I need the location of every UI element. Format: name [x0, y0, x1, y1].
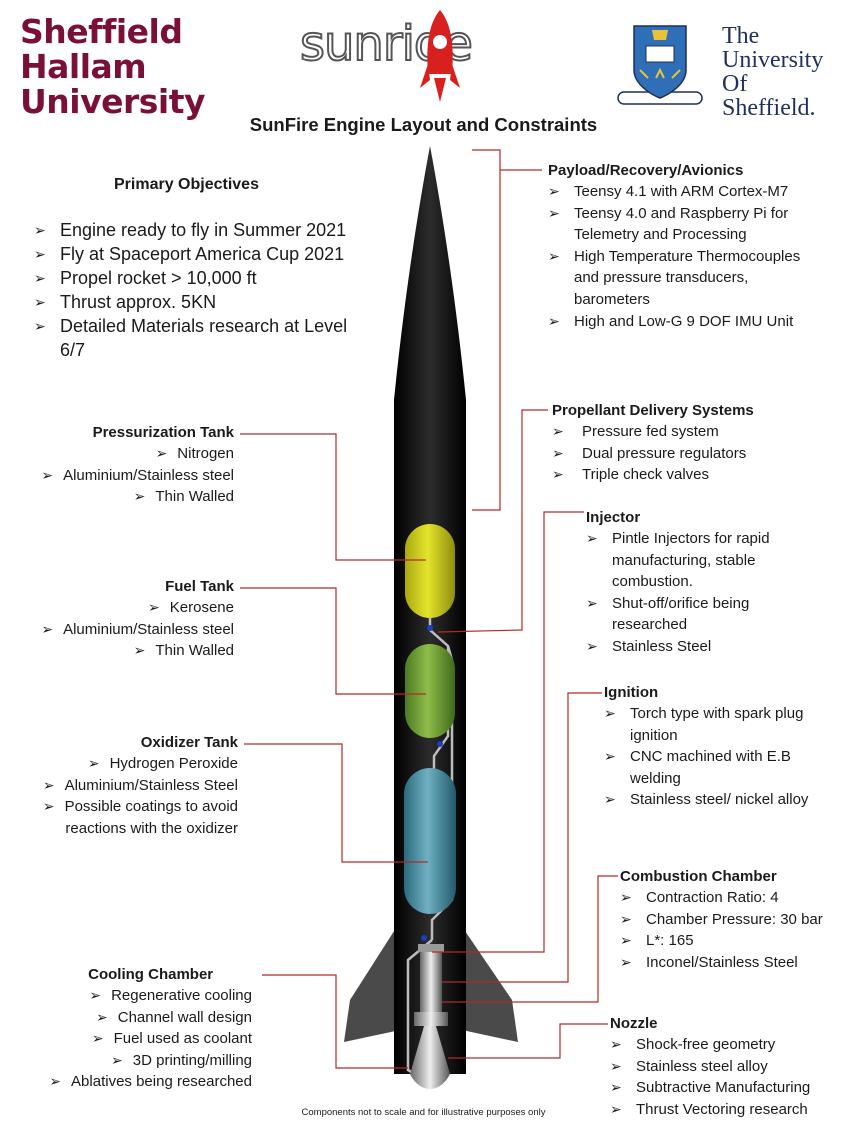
university-crest-icon	[617, 25, 703, 105]
injector-info: Injector Pintle Injectors for rapid manu…	[586, 509, 806, 658]
list-item: Pintle Injectors for rapid manufacturing…	[586, 528, 806, 593]
fuel-tank-info: Fuel Tank Kerosene Aluminium/Stainless s…	[41, 578, 234, 662]
cooling-chamber-info: Cooling Chamber Regenerative cooling Cha…	[49, 966, 252, 1093]
leader-cooling	[262, 974, 408, 1069]
objective-item: Engine ready to fly in Summer 2021	[34, 218, 354, 242]
list-item: Triple check valves	[552, 464, 812, 486]
list-item: Pressure fed system	[552, 421, 812, 443]
sunride-rocket-icon	[420, 10, 460, 102]
propellant-delivery-info: Propellant Delivery Systems Pressure fed…	[552, 402, 812, 486]
combustion-chamber-info: Combustion Chamber Contraction Ratio: 4 …	[620, 868, 842, 973]
objective-item: Detailed Materials research at Level 6/7	[34, 314, 354, 362]
footer-note: Components not to scale and for illustra…	[301, 1107, 546, 1118]
list-item: Kerosene	[41, 597, 234, 619]
leader-propellant	[437, 409, 548, 633]
oxidizer-tank-heading: Oxidizer Tank	[140, 734, 238, 751]
list-item: Regenerative cooling	[49, 985, 252, 1007]
page-title: SunFire Engine Layout and Constraints	[249, 114, 598, 135]
engine-collar	[414, 1012, 448, 1026]
list-item: Subtractive Manufacturing	[610, 1077, 840, 1099]
list-item: CNC machined with E.B welding	[604, 746, 814, 789]
objective-item: Thrust approx. 5KN	[34, 290, 354, 314]
list-item: 3D printing/milling	[49, 1050, 252, 1072]
propellant-heading: Propellant Delivery Systems	[552, 402, 754, 419]
leader-injector	[432, 511, 584, 953]
oxidizer-tank-info: Oxidizer Tank Hydrogen Peroxide Aluminiu…	[8, 734, 238, 839]
nozzle-heading: Nozzle	[610, 1015, 658, 1032]
uos-logo-line-2: University	[722, 47, 824, 73]
list-item: Nitrogen	[41, 443, 234, 465]
list-item: Teensy 4.0 and Raspberry Pi for Telemetr…	[548, 203, 818, 246]
right-fin	[462, 928, 518, 1042]
ignition-heading: Ignition	[604, 684, 659, 701]
valve-3	[421, 935, 427, 941]
pressurization-tank-heading: Pressurization Tank	[92, 424, 234, 441]
list-item: Possible coatings to avoid reactions wit…	[8, 796, 238, 839]
list-item: Stainless Steel	[586, 636, 806, 658]
list-item: Ablatives being researched	[49, 1071, 252, 1093]
leader-ignition	[442, 692, 602, 983]
list-item: Stainless steel alloy	[610, 1056, 840, 1078]
uos-logo-line-1: The	[722, 23, 760, 49]
list-item: Chamber Pressure: 30 bar	[620, 909, 842, 931]
ignition-info: Ignition Torch type with spark plug igni…	[604, 684, 814, 811]
leader-lines	[240, 149, 618, 1069]
list-item: Stainless steel/ nickel alloy	[604, 789, 814, 811]
payload-heading: Payload/Recovery/Avionics	[548, 162, 744, 179]
shu-logo-line-3: University	[20, 82, 206, 121]
uos-logo-line-4: Sheffield.	[722, 95, 816, 121]
leader-combustion	[442, 875, 618, 1003]
list-item: Aluminium/Stainless steel	[41, 465, 234, 487]
leader-fuel	[240, 587, 426, 695]
valve-1	[427, 625, 433, 631]
list-item: Shut-off/orifice being researched	[586, 593, 806, 636]
list-item: Aluminium/Stainless steel	[41, 619, 234, 641]
list-item: High Temperature Thermocouples and press…	[548, 246, 818, 311]
list-item: Teensy 4.1 with ARM Cortex-M7	[548, 181, 818, 203]
payload-recovery-avionics-info: Payload/Recovery/Avionics Teensy 4.1 wit…	[548, 162, 818, 332]
list-item: Dual pressure regulators	[552, 443, 812, 465]
list-item: High and Low-G 9 DOF IMU Unit	[548, 311, 818, 333]
uos-logo-line-3: Of	[722, 71, 748, 97]
list-item: Inconel/Stainless Steel	[620, 952, 842, 974]
shu-logo: Sheffield Hallam University	[20, 12, 206, 121]
pressurization-tank	[405, 524, 455, 618]
nozzle-info: Nozzle Shock-free geometry Stainless ste…	[610, 1015, 840, 1120]
cooling-chamber-heading: Cooling Chamber	[88, 966, 214, 983]
list-item: Fuel used as coolant	[49, 1028, 252, 1050]
primary-objectives: Primary Objectives Engine ready to fly i…	[34, 176, 354, 362]
left-fin	[344, 928, 400, 1042]
list-item: Aluminium/Stainless Steel	[8, 775, 238, 797]
combustion-chamber	[420, 948, 442, 1012]
list-item: Thin Walled	[41, 486, 234, 508]
nozzle	[410, 1026, 450, 1089]
objective-item: Fly at Spaceport America Cup 2021	[34, 242, 354, 266]
leader-payload	[472, 149, 542, 511]
list-item: Hydrogen Peroxide	[8, 753, 238, 775]
shu-logo-line-1: Sheffield	[20, 12, 183, 51]
list-item: Torch type with spark plug ignition	[604, 703, 814, 746]
leader-oxidizer	[244, 743, 428, 863]
list-item: Thin Walled	[41, 640, 234, 662]
list-item: Contraction Ratio: 4	[620, 887, 842, 909]
list-item: Shock-free geometry	[610, 1034, 840, 1056]
injector-heading: Injector	[586, 509, 641, 526]
valve-2	[437, 741, 443, 747]
objectives-heading: Primary Objectives	[114, 176, 259, 193]
list-item: L*: 165	[620, 930, 842, 952]
list-item: Thrust Vectoring research	[610, 1099, 840, 1121]
combustion-heading: Combustion Chamber	[620, 868, 777, 885]
injector-head	[418, 944, 444, 952]
uos-logo-text: The University Of Sheffield.	[722, 24, 823, 120]
fuel-tank-heading: Fuel Tank	[165, 578, 234, 595]
fuel-tank	[405, 644, 455, 738]
objective-item: Propel rocket > 10,000 ft	[34, 266, 354, 290]
shu-logo-line-2: Hallam	[20, 47, 147, 86]
leader-pressurization	[240, 433, 426, 561]
list-item: Channel wall design	[49, 1007, 252, 1029]
pressurization-tank-info: Pressurization Tank Nitrogen Aluminium/S…	[41, 424, 234, 508]
leader-nozzle	[448, 1023, 608, 1059]
oxidizer-tank	[404, 768, 456, 914]
